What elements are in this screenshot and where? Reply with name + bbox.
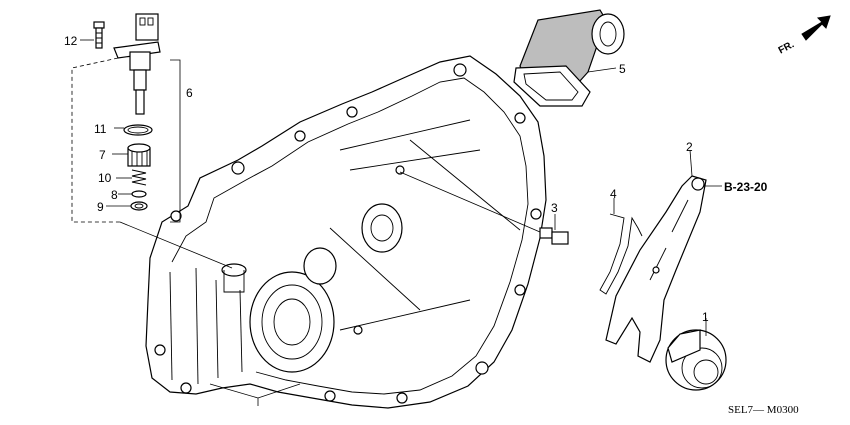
boot-part-5	[513, 9, 625, 107]
direction-arrow-icon	[801, 15, 831, 41]
clutch-housing	[145, 55, 547, 409]
bearing-part-1	[665, 329, 727, 391]
speed-sensor-part-6	[113, 13, 161, 115]
callout-7: 7	[99, 148, 106, 162]
callout-10: 10	[98, 171, 112, 185]
bolt-part-12	[93, 21, 105, 49]
sensor-install-line	[119, 221, 233, 269]
group-6-bracket	[170, 59, 181, 223]
callout-8: 8	[111, 188, 118, 202]
front-direction-arrow: FR.	[777, 15, 831, 57]
callout-12: 12	[64, 34, 78, 48]
direction-label: FR.	[777, 39, 797, 56]
callout-5: 5	[619, 62, 626, 76]
fork-part-2	[605, 175, 707, 363]
seal-part-9	[130, 201, 148, 211]
gear-part-7	[127, 143, 151, 167]
group-dashed-outline	[71, 57, 120, 223]
clip-part-4	[599, 213, 643, 295]
callout-4: 4	[610, 187, 617, 201]
callout-labels: 1 2 3 4 5 6 7 8 9 10 11 12	[64, 34, 709, 324]
spring-part-10	[131, 169, 147, 186]
callout-11: 11	[94, 122, 107, 136]
diagram-code: SEL7— M0300	[728, 404, 799, 416]
callout-6: 6	[186, 86, 193, 100]
callout-2: 2	[686, 140, 693, 154]
callout-9: 9	[97, 200, 104, 214]
callout-3: 3	[551, 201, 558, 215]
leader-lines	[80, 39, 722, 406]
o-ring-part-11	[123, 124, 153, 136]
washer-part-8	[131, 190, 147, 198]
reference-label: B-23-20	[724, 180, 768, 194]
callout-1: 1	[702, 310, 709, 324]
bolt-part-3	[539, 227, 569, 245]
